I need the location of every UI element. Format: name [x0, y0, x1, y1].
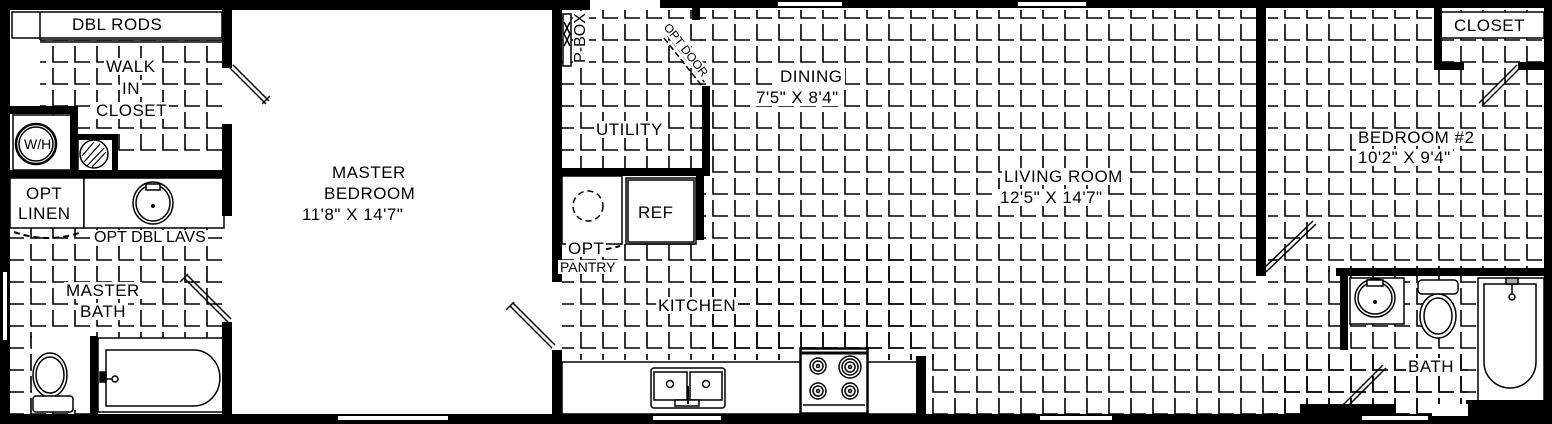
label-kitchen: KITCHEN — [656, 296, 739, 315]
fixtures — [13, 12, 1537, 414]
label-walk-in-closet-3: CLOSET — [94, 101, 170, 120]
bathtub-icon — [105, 349, 221, 407]
label-bedroom-2: BEDROOM #2 — [1356, 128, 1477, 147]
label-master-bath-2: BATH — [78, 302, 129, 321]
door-master-bath — [179, 273, 232, 323]
refrigerator-icon — [627, 179, 695, 243]
bath-toilet-icon — [1417, 279, 1459, 295]
label-utility: UTILITY — [594, 120, 665, 139]
label-opt-linen-1: OPT — [26, 184, 63, 203]
label-opt-pantry-2: PANTRY — [558, 259, 618, 275]
pantry-icon — [572, 190, 604, 222]
label-living-room-dims: 12'5" X 14'7" — [998, 188, 1105, 207]
label-living-room: LIVING ROOM — [1002, 167, 1125, 186]
label-p-box: P-BOX — [571, 11, 589, 65]
label-ref: REF — [638, 203, 674, 222]
door-bath — [1342, 364, 1387, 409]
furnace-icon — [79, 139, 109, 169]
bath-tub-icon — [1483, 283, 1537, 389]
label-dining-dims: 7'5" X 8'4" — [754, 88, 841, 107]
label-dbl-rods: DBL RODS — [70, 15, 165, 34]
label-master-bath-1: MASTER — [64, 281, 142, 300]
water-heater-label: W/H — [24, 136, 52, 152]
label-dining: DINING — [778, 67, 845, 86]
door-bedroom-2 — [1262, 220, 1317, 273]
door-master-bedroom — [505, 301, 556, 349]
label-closet: CLOSET — [1454, 16, 1526, 35]
label-master-bedroom-1: MASTER — [332, 163, 406, 182]
label-master-bedroom-dims: 11'8" X 14'7" — [302, 205, 404, 224]
label-bath: BATH — [1406, 357, 1457, 376]
label-opt-dbl-lavs: OPT DBL LAVS — [92, 229, 208, 246]
door-master-closet — [229, 64, 271, 105]
label-opt-linen-2: LINEN — [18, 204, 71, 223]
door-closet — [1478, 64, 1521, 107]
label-walk-in-closet-2: IN — [120, 79, 142, 98]
label-master-bedroom-2: BEDROOM — [324, 184, 416, 203]
label-opt-pantry-1: OPT — [566, 239, 607, 258]
label-walk-in-closet-1: WALK — [104, 57, 158, 76]
label-bedroom-2-dims: 10'2" X 9'4" — [1356, 148, 1453, 167]
